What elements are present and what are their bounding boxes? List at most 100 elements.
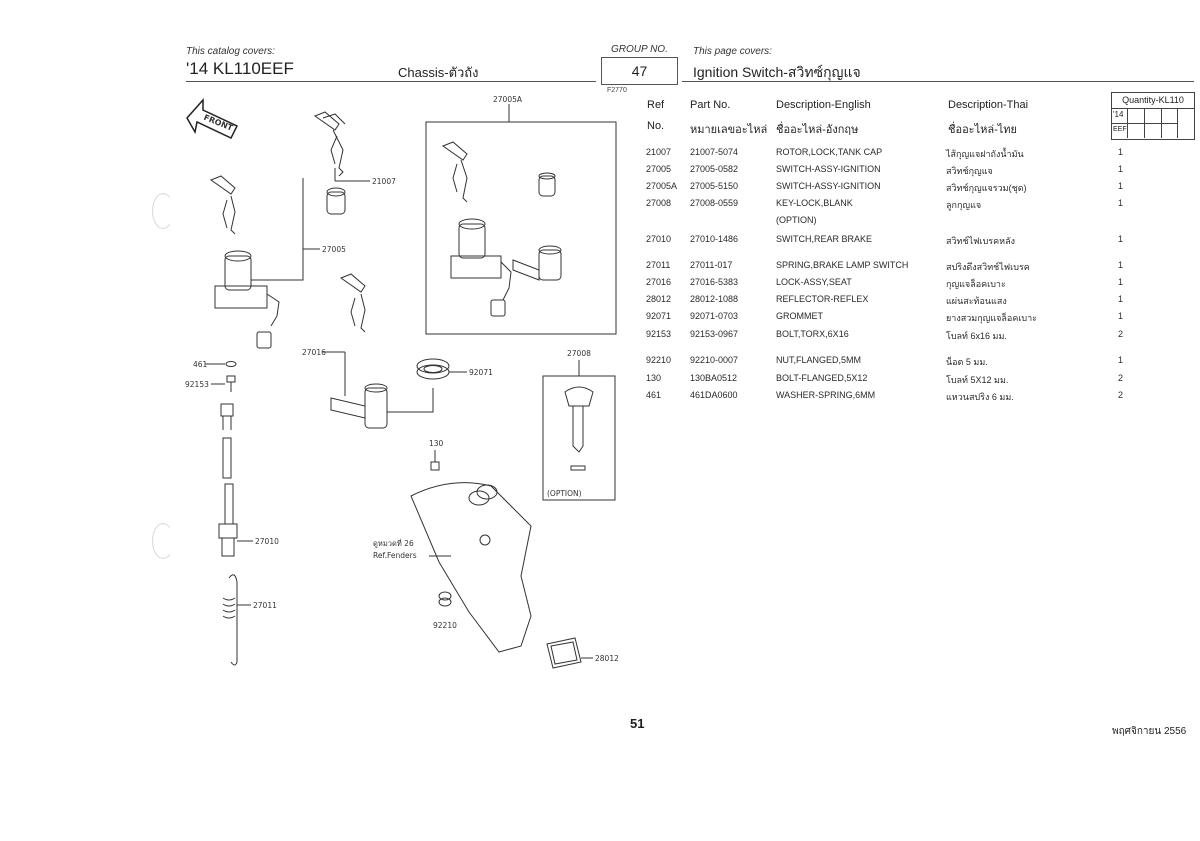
table-row: 461 461DA0600 WASHER-SPRING,6MM แหวนสปริ… bbox=[0, 390, 1200, 404]
chassis-label: Chassis-ตัวถัง bbox=[398, 65, 479, 80]
row-ref: 27005A bbox=[646, 181, 678, 191]
row-qty: 1 bbox=[1118, 355, 1124, 365]
table-row: 21007 21007-5074 ROTOR,LOCK,TANK CAP ไส้… bbox=[0, 147, 1200, 161]
row-ref: 92210 bbox=[646, 355, 672, 365]
callout-92210: 92210 bbox=[433, 621, 457, 630]
header-part-no-thai: หมายเลขอะไหล่ bbox=[690, 124, 768, 136]
row-qty: 2 bbox=[1118, 390, 1124, 400]
row-desc-en: ROTOR,LOCK,TANK CAP bbox=[776, 147, 883, 157]
row-qty: 1 bbox=[1118, 260, 1124, 270]
row-desc-en: WASHER-SPRING,6MM bbox=[776, 390, 876, 400]
row-qty: 2 bbox=[1118, 373, 1124, 383]
group-number: 47 bbox=[631, 63, 648, 79]
row-ref: 27016 bbox=[646, 277, 672, 287]
page-number: 51 bbox=[630, 716, 645, 731]
ignition-key-icon bbox=[209, 175, 236, 235]
table-row: 92153 92153-0967 BOLT,TORX,6X16 โบลท์ 6x… bbox=[0, 329, 1200, 343]
row-ref: 21007 bbox=[646, 147, 672, 157]
row-part-no: 27016-5383 bbox=[690, 277, 739, 287]
row-desc-th: แผ่นสะท้อนแสง bbox=[946, 296, 1007, 306]
ignition-switch-icon bbox=[214, 250, 280, 349]
row-desc-th: ไส้กุญแจฝาถังน้ำมัน bbox=[946, 149, 1024, 159]
washer-icon bbox=[225, 361, 237, 367]
row-desc-th: แหวนสปริง 6 มม. bbox=[946, 392, 1014, 402]
table-row: 130 130BA0512 BOLT-FLANGED,5X12 โบลท์ 5X… bbox=[0, 373, 1200, 387]
callout-28012: 28012 bbox=[595, 654, 619, 663]
row-part-no: 461DA0600 bbox=[690, 390, 738, 400]
table-row: 92210 92210-0007 NUT,FLANGED,5MM น็อต 5 … bbox=[0, 355, 1200, 369]
callout-92153: 92153 bbox=[185, 380, 209, 389]
print-date: พฤศจิกายน 2556 bbox=[1112, 726, 1187, 737]
row-desc-th: สวิทช์กุญแจรวม(ชุด) bbox=[946, 183, 1027, 193]
row-desc-th: น็อต 5 มม. bbox=[946, 357, 988, 367]
quantity-cell bbox=[1128, 124, 1145, 138]
callout-27016: 27016 bbox=[302, 348, 326, 357]
catalog-covers-label: This catalog covers: bbox=[186, 46, 275, 57]
row-desc-th: ลูกกุญแจ bbox=[946, 200, 982, 210]
header-underline-right bbox=[682, 81, 1194, 82]
header-underline-left bbox=[186, 81, 596, 82]
table-row: (OPTION) bbox=[0, 215, 1200, 229]
quantity-year: '14 bbox=[1113, 110, 1124, 119]
front-arrow-icon: FRONT bbox=[186, 98, 239, 139]
rear-brake-switch-icon bbox=[218, 403, 238, 557]
row-qty: 1 bbox=[1118, 181, 1124, 191]
row-desc-th: กุญแจล็อคเบาะ bbox=[946, 279, 1006, 289]
header-ref: Ref bbox=[647, 99, 665, 111]
row-desc-th: สวิทช์กุญแจ bbox=[946, 166, 993, 176]
table-row: 27005 27005-0582 SWITCH-ASSY-IGNITION สว… bbox=[0, 164, 1200, 178]
row-part-no: 28012-1088 bbox=[690, 294, 739, 304]
row-part-no: 92210-0007 bbox=[690, 355, 739, 365]
punch-hole-bottom bbox=[152, 523, 174, 559]
row-part-no: 27010-1486 bbox=[690, 234, 739, 244]
page-title: Ignition Switch-สวิทซ์กุญแจ bbox=[693, 64, 861, 80]
row-part-no: 92071-0703 bbox=[690, 311, 739, 321]
row-desc-en: KEY-LOCK,BLANK bbox=[776, 198, 853, 208]
callout-27005A: 27005A bbox=[493, 95, 523, 104]
row-part-no: 21007-5074 bbox=[690, 147, 739, 157]
row-part-no: 27008-0559 bbox=[690, 198, 739, 208]
callout-27011: 27011 bbox=[253, 601, 277, 610]
row-qty: 1 bbox=[1118, 277, 1124, 287]
callout-130: 130 bbox=[429, 439, 444, 448]
header-desc-en: Description-English bbox=[776, 99, 871, 111]
figure-code: F2770 bbox=[607, 87, 627, 94]
row-desc-en: LOCK-ASSY,SEAT bbox=[776, 277, 852, 287]
punch-hole-top bbox=[152, 193, 174, 229]
table-row: 27010 27010-1486 SWITCH,REAR BRAKE สวิทช… bbox=[0, 234, 1200, 248]
torx-bolt-icon bbox=[226, 375, 236, 392]
header-desc-th-thai: ชื่ออะไหล่-ไทย bbox=[948, 124, 1018, 136]
quantity-cell bbox=[1145, 124, 1162, 138]
row-qty: 1 bbox=[1118, 234, 1124, 244]
rear-fender-icon bbox=[410, 482, 532, 653]
quantity-cell bbox=[1162, 124, 1178, 138]
row-desc-th: ยางสวมกุญแจล็อคเบาะ bbox=[946, 313, 1038, 323]
header-desc-en-thai: ชื่ออะไหล่-อังกฤษ bbox=[776, 124, 859, 136]
row-ref: 92071 bbox=[646, 311, 672, 321]
model-name: '14 KL110EEF bbox=[186, 59, 294, 78]
leader-line bbox=[251, 178, 304, 281]
row-ref: 27008 bbox=[646, 198, 672, 208]
row-part-no: 130BA0512 bbox=[690, 373, 738, 383]
spring-icon bbox=[222, 574, 238, 666]
row-desc-en: SWITCH-ASSY-IGNITION bbox=[776, 181, 881, 191]
group-number-box: 47 bbox=[601, 57, 678, 85]
ref-thai: ดูหมวดที่ 26 bbox=[373, 538, 414, 548]
reflector-icon bbox=[546, 637, 582, 669]
header-ref-no: No. bbox=[647, 120, 665, 132]
callout-461: 461 bbox=[193, 360, 208, 369]
quantity-cell bbox=[1162, 109, 1178, 124]
flanged-bolt-icon bbox=[430, 450, 440, 471]
quantity-year-cell: '14 bbox=[1112, 109, 1128, 124]
header-desc-th: Description-Thai bbox=[948, 99, 1029, 111]
table-row: 27008 27008-0559 KEY-LOCK,BLANK ลูกกุญแจ… bbox=[0, 198, 1200, 212]
callout-27005: 27005 bbox=[322, 245, 346, 254]
row-ref: 28012 bbox=[646, 294, 672, 304]
header-part-no: Part No. bbox=[690, 99, 731, 111]
assembly-switch-icon bbox=[450, 218, 512, 317]
row-part-no: 27005-5150 bbox=[690, 181, 739, 191]
blank-key-icon bbox=[564, 386, 594, 471]
row-qty: 1 bbox=[1118, 294, 1124, 304]
row-desc-en: SWITCH,REAR BRAKE bbox=[776, 234, 873, 244]
row-ref: 92153 bbox=[646, 329, 672, 339]
